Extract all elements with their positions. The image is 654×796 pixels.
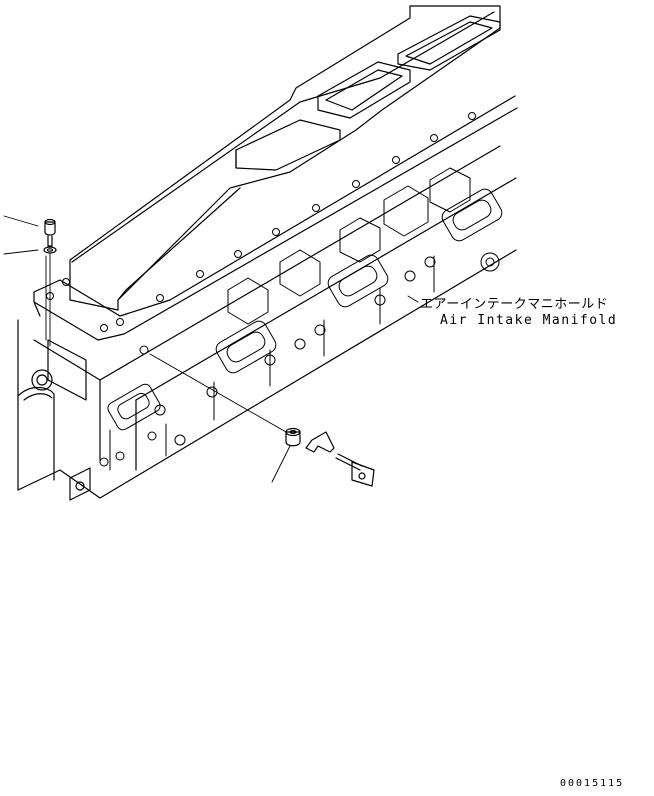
spacer [285,427,301,447]
part-name-en-label: Air Intake Manifold [440,313,618,328]
clip [305,431,335,453]
cylinder-head [17,145,517,501]
air-intake-manifold [33,5,518,341]
washer [43,246,57,254]
callout-line-3 [271,445,291,483]
drawing-number: 00015115 [560,778,625,789]
callout-line-manifold [407,295,419,303]
callout-line-2 [3,249,39,255]
bolt-upper [44,218,56,247]
part-name-jp-label: エアーインテークマニホールド [420,297,609,312]
bolt-lower [335,453,375,487]
callout-line-1 [3,215,39,227]
leader-line-spacer [149,353,287,433]
